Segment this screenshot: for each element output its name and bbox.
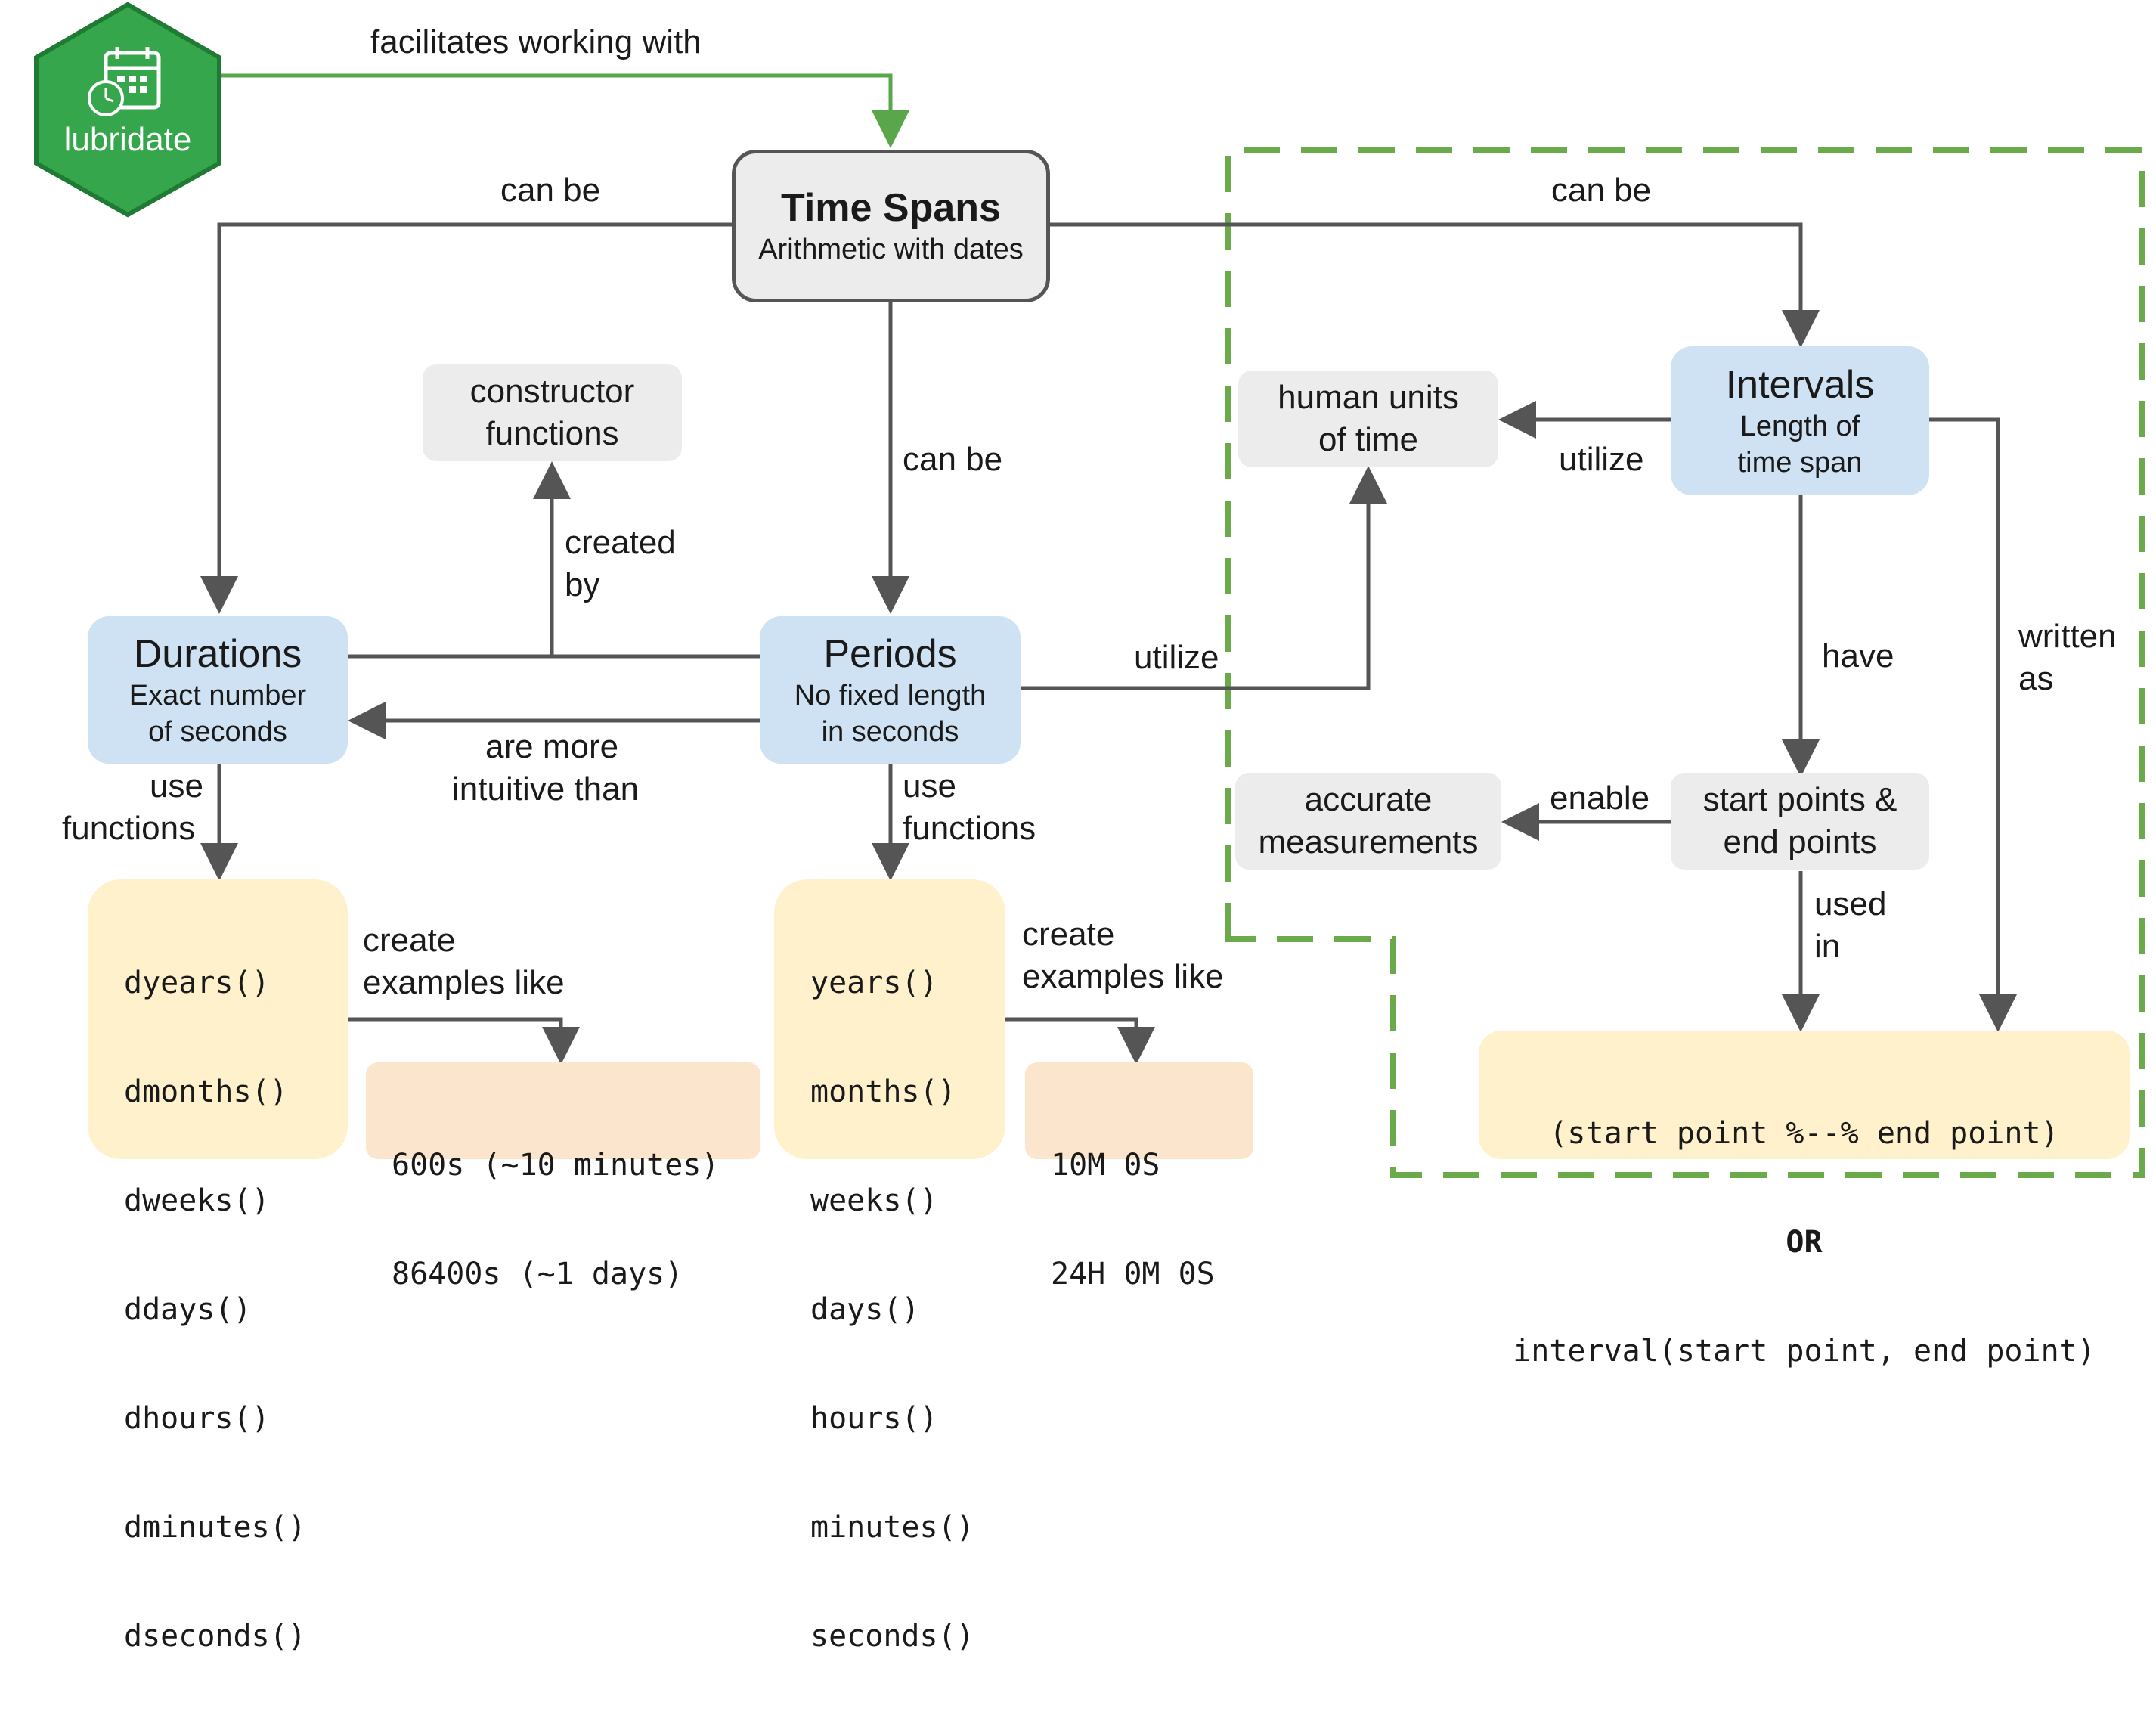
duration-example: 86400s (~1 days) [392, 1257, 683, 1291]
label-create-dur-1: create [363, 922, 456, 959]
concept-map: lubridate Time Spans Arithmetic with dat… [34, 2, 2145, 1654]
duration-function: dminutes() [124, 1510, 306, 1545]
period-function: seconds() [810, 1619, 974, 1654]
interval-syntax-line-1: (start point %--% end point) [1549, 1116, 2059, 1151]
duration-function: dyears() [124, 966, 270, 1000]
duration-function: dhours() [124, 1401, 270, 1436]
edge-dur-create-examples [348, 1017, 580, 1065]
period-function: minutes() [810, 1510, 974, 1545]
label-created: created [565, 524, 676, 561]
label-use-dur-2: functions [62, 810, 196, 847]
period-function: months() [810, 1074, 956, 1109]
period-example: 10M 0S [1051, 1148, 1160, 1183]
duration-function: dmonths() [124, 1074, 288, 1109]
node-durations-subtitle-1: Exact number [129, 679, 307, 712]
label-create-per-1: create [1022, 916, 1115, 953]
node-intervals-subtitle-2: time span [1737, 446, 1863, 479]
label-as: as [2018, 660, 2054, 697]
node-interval-syntax: (start point %--% end point) OR interval… [1479, 1031, 2130, 1369]
label-use-per-2: functions [903, 810, 1036, 847]
node-period-examples: 10M 0S 24H 0M 0S [1025, 1062, 1253, 1291]
node-duration-examples: 600s (~10 minutes) 86400s (~1 days) [366, 1062, 760, 1291]
label-written: written [2018, 618, 2117, 655]
node-human-units-line-1: human units [1278, 379, 1459, 416]
label-utilize-periods: utilize [1134, 639, 1219, 676]
node-intervals-subtitle-1: Length of [1739, 410, 1860, 442]
node-start-end-line-1: start points & [1702, 781, 1897, 818]
label-more-intuitive-1: are more [485, 728, 619, 765]
edge-timespans-intervals [1050, 222, 1820, 348]
period-function: weeks() [810, 1183, 938, 1218]
node-accurate-measurements: accurate measurements [1235, 773, 1501, 870]
node-periods: Periods No fixed length in seconds [760, 616, 1021, 764]
node-periods-subtitle-1: No fixed length [794, 679, 987, 712]
edge-timespans-durations [200, 222, 732, 614]
node-time-spans-title: Time Spans [781, 186, 1001, 230]
label-by: by [565, 566, 600, 603]
label-facilitates: facilitates working with [370, 23, 702, 60]
node-time-spans: Time Spans Arithmetic with dates [732, 150, 1050, 302]
node-accurate-line-1: accurate [1304, 781, 1433, 818]
node-duration-functions: dyears() dmonths() dweeks() ddays() dhou… [88, 879, 348, 1654]
edge-created-by [348, 469, 760, 659]
duration-function: dweeks() [124, 1183, 270, 1218]
label-use-dur-1: use [150, 767, 203, 805]
node-start-end-points: start points & end points [1671, 773, 1929, 870]
calendar-clock-icon [88, 47, 161, 116]
node-time-spans-subtitle: Arithmetic with dates [758, 234, 1024, 265]
logo-name: lubridate [64, 121, 192, 158]
label-used: used [1814, 885, 1887, 922]
label-have: have [1822, 637, 1894, 674]
node-period-functions: years() months() weeks() days() hours() … [774, 879, 1005, 1654]
node-durations: Durations Exact number of seconds [88, 616, 348, 764]
edge-facilitates [219, 73, 909, 148]
label-in: in [1814, 928, 1841, 965]
label-more-intuitive-2: intuitive than [452, 770, 640, 808]
node-start-end-line-2: end points [1723, 823, 1877, 860]
node-durations-subtitle-2: of seconds [148, 715, 287, 748]
interval-syntax-line-2: interval(start point, end point) [1513, 1334, 2096, 1369]
node-accurate-line-2: measurements [1258, 823, 1479, 860]
period-example: 24H 0M 0S [1051, 1257, 1215, 1291]
node-human-units-line-2: of time [1318, 421, 1419, 458]
label-can-be-left: can be [500, 172, 601, 209]
duration-function: dseconds() [124, 1619, 306, 1654]
node-intervals: Intervals Length of time span [1671, 346, 1929, 495]
interval-region-outline [1225, 147, 2145, 1178]
edge-periods-human-units [1021, 466, 1387, 690]
connector-layer [34, 2, 2145, 1178]
node-constructor-line-1: constructor [469, 373, 635, 410]
duration-example: 600s (~10 minutes) [392, 1148, 720, 1183]
duration-function: ddays() [124, 1292, 252, 1327]
node-human-units: human units of time [1238, 371, 1498, 467]
period-function: years() [810, 966, 938, 1000]
label-can-be-mid: can be [903, 441, 1003, 478]
edge-written-as [1929, 417, 2017, 1032]
label-can-be-right: can be [1551, 172, 1652, 209]
period-function: days() [810, 1292, 920, 1327]
node-durations-title: Durations [133, 631, 302, 676]
edge-per-create-examples [1005, 1017, 1155, 1065]
lubridate-logo [34, 2, 221, 218]
node-intervals-title: Intervals [1725, 362, 1875, 407]
node-constructor-functions: constructor functions [423, 364, 682, 461]
label-create-per-2: examples like [1022, 958, 1224, 995]
label-utilize-intervals: utilize [1559, 441, 1644, 478]
node-constructor-line-2: functions [485, 415, 619, 452]
period-function: hours() [810, 1401, 938, 1436]
node-periods-title: Periods [823, 631, 957, 676]
interval-syntax-or: OR [1786, 1225, 1823, 1260]
label-use-per-1: use [903, 767, 956, 805]
label-enable: enable [1550, 780, 1650, 817]
label-create-dur-2: examples like [363, 964, 565, 1001]
node-periods-subtitle-2: in seconds [821, 715, 959, 748]
